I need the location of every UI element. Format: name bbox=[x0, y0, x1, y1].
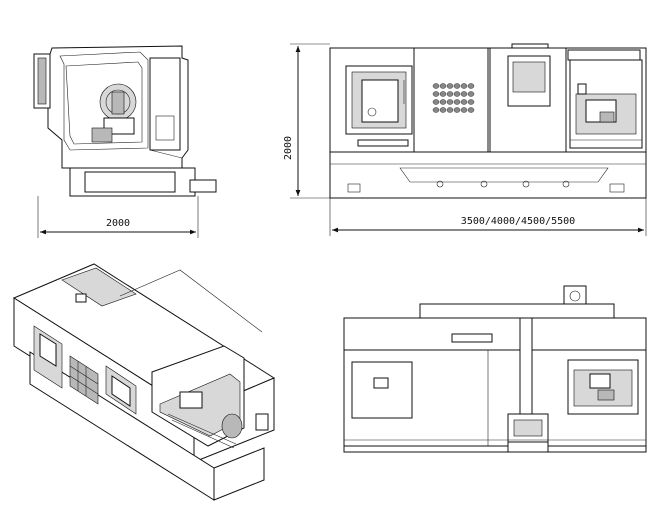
side-view: 2000 bbox=[33, 45, 217, 238]
keypad-grid bbox=[432, 83, 475, 113]
front-view: 2000 bbox=[283, 43, 647, 236]
dim-front-height: 2000 bbox=[283, 136, 294, 160]
dim-side-width: 2000 bbox=[106, 218, 130, 229]
isometric-view bbox=[12, 263, 276, 501]
dim-front-length: 3500/4000/4500/5500 bbox=[461, 216, 575, 227]
top-view bbox=[343, 285, 647, 453]
